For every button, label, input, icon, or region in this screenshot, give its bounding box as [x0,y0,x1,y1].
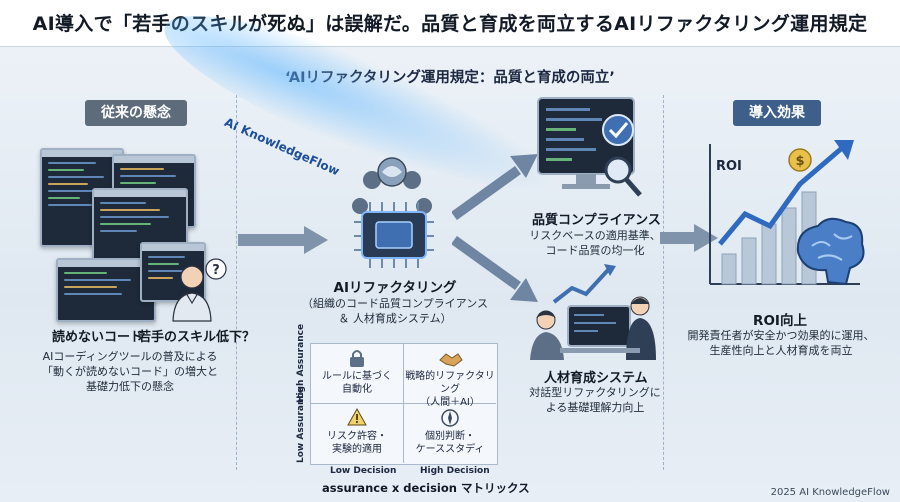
cell-tl-line2: 自動化 [342,384,372,395]
cell-br-line2: ケーススタディ [415,444,485,455]
concern-description: AIコーディングツールの普及による 「動くが読めないコード」の増大と 基礎力低下… [30,349,230,394]
center-desc-line2: ＆ 人材育成システム） [338,312,452,325]
cell-br-line1: 個別判断・ [425,431,475,442]
label-quality-compliance: 品質コンプライアンス [532,213,661,228]
roi-desc-line1: 開発責任者が安全かつ効果的に運用、 [687,329,875,342]
matrix-cell-high-assurance-low-decision: ルールに基づく 自動化 [311,344,404,404]
axis-high-decision: High Decision [420,466,490,476]
concern-desc-line1: AIコーディングツールの普及による [42,350,218,363]
handshake-icon [439,353,463,367]
roi-description: 開発責任者が安全かつ効果的に運用、 生産性向上と人材育成を両立 [672,328,890,358]
lock-icon [350,350,364,367]
center-desc-line1: （組織のコード品質コンプライアンス [301,297,488,310]
axis-low-decision: Low Decision [330,466,397,476]
mentoring-scene-icon [530,264,656,360]
assurance-decision-matrix: ルールに基づく 自動化 戦略的リファクタリング （人間＋AI） リスク許容・ 実… [310,343,498,465]
worried-person-icon: ? [172,258,227,322]
concern-desc-line2: 「動くが読めないコード」の増大と [42,365,218,378]
warning-icon [347,408,367,426]
quality-monitor-icon [537,97,642,197]
concern-desc-line3: 基礎力低下の懸念 [86,380,174,393]
label-roi-improvement: ROI向上 [753,313,807,329]
arrow-to-effects [660,224,718,252]
cell-bl-line2: 実験的適用 [332,444,382,455]
badge-concerns: 従来の懸念 [85,100,187,126]
label-skill-decline: 若手のスキル低下？ [138,330,256,345]
cell-tr-text: 戦略的リファクタリング （人間＋AI） [404,370,496,409]
matrix-cell-low-assurance-low-decision: リスク許容・ 実験的適用 [311,404,404,463]
center-description: （組織のコード品質コンプライアンス ＆ 人材育成システム） [290,296,500,326]
roi-desc-line2: 生産性向上と人材育成を両立 [709,344,853,357]
quality-desc-line2: コード品質の均一化 [545,244,645,257]
divider-right [663,95,664,470]
quality-desc-line1: リスクベースの適用基準、 [529,229,661,242]
dollar-symbol: $ [795,154,804,169]
hr-desc-line1: 対話型リファクタリングに [529,386,661,399]
cell-tr-line1: 戦略的リファクタリング [405,371,495,395]
matrix-cell-high-assurance-high-decision: 戦略的リファクタリング （人間＋AI） [404,344,496,408]
ai-chip-icon [352,157,434,268]
divider-left [236,95,237,470]
cell-br-text: 個別判断・ ケーススタディ [404,430,496,456]
footer-credit: 2025 AI KnowledgeFlow [770,487,890,498]
title-bar: AI導入で「若手のスキルが死ぬ」は誤解だ。品質と育成を両立するAIリファクタリン… [0,0,900,47]
arrow-to-hr [452,236,538,302]
cell-bl-line1: リスク許容・ [327,431,387,442]
svg-text:?: ? [212,263,220,278]
page-title: AI導入で「若手のスキルが死ぬ」は誤解だ。品質と育成を両立するAIリファクタリン… [32,13,868,35]
matrix-caption: assurance x decision マトリックス [322,481,530,495]
cell-tl-text: ルールに基づく 自動化 [311,370,403,396]
label-ai-refactoring: AIリファクタリング [333,280,457,296]
matrix-cell-low-assurance-high-decision: 個別判断・ ケーススタディ [404,404,496,463]
cell-tl-line1: ルールに基づく [322,371,392,382]
label-unreadable-code: 読めないコード [52,330,144,345]
hr-desc-line2: よる基礎理解力向上 [545,401,645,414]
arrow-to-quality [452,154,538,220]
axis-low-assurance: Low Assurance [296,387,306,463]
arrow-to-center [238,226,328,254]
cell-tr-line2: （人間＋AI） [420,397,480,408]
label-hr-system: 人材育成システム [544,371,648,386]
cell-bl-text: リスク許容・ 実験的適用 [311,430,403,456]
hr-description: 対話型リファクタリングに よる基礎理解力向上 [520,385,670,415]
roi-chart-label: ROI [716,159,742,174]
roi-growth-icon: $ ROI [709,140,865,286]
quality-description: リスクベースの適用基準、 コード品質の均一化 [520,228,670,258]
badge-effects: 導入効果 [733,100,821,126]
code-window-4 [56,258,156,322]
compass-icon [441,409,459,427]
